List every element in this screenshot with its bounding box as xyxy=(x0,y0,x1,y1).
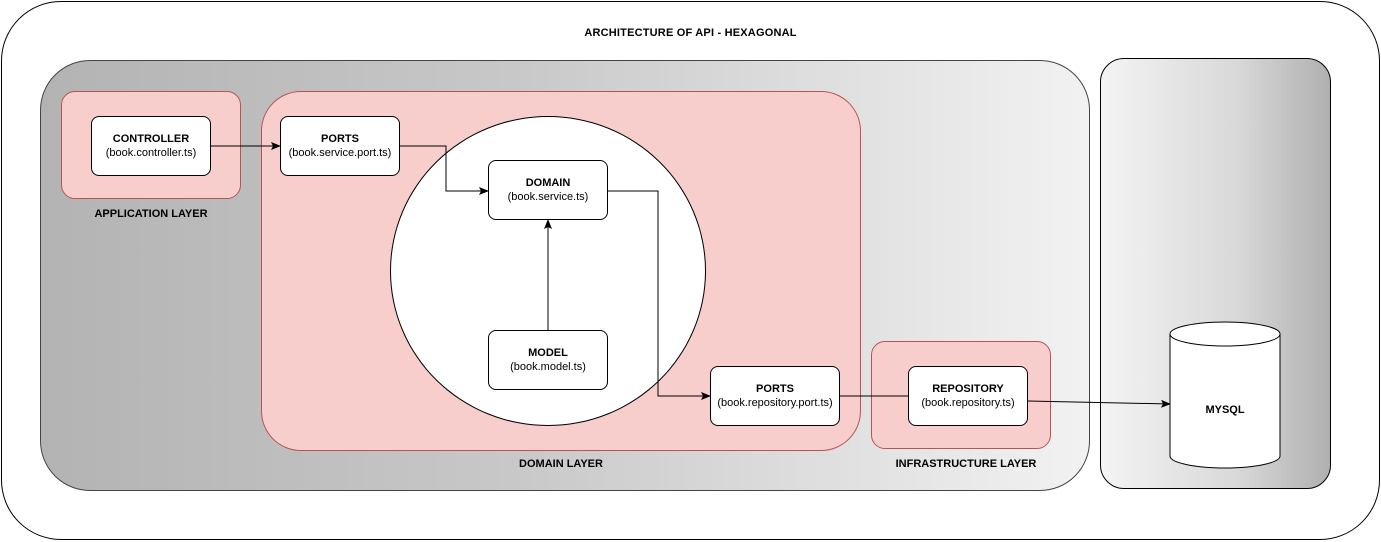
repository-port-file: (book.repository.port.ts) xyxy=(717,397,833,409)
infrastructure-layer-label: INFRASTRUCTURE LAYER xyxy=(895,458,1037,470)
arrow-domain-to-repository-port xyxy=(608,190,711,400)
application-layer-label: APPLICATION LAYER xyxy=(94,208,208,220)
controller-node[interactable]: CONTROLLER (book.controller.ts) xyxy=(91,116,211,176)
repository-node[interactable]: REPOSITORY (book.repository.ts) xyxy=(908,366,1028,426)
repository-title: REPOSITORY xyxy=(932,383,1004,395)
domain-layer-label: DOMAIN LAYER xyxy=(519,458,603,470)
repository-file: (book.repository.ts) xyxy=(921,397,1015,409)
repository-port-title: PORTS xyxy=(756,383,794,395)
service-port-node[interactable]: PORTS (book.service.port.ts) xyxy=(280,116,400,176)
arrow-repository-to-mysql xyxy=(1027,399,1171,408)
controller-file: (book.controller.ts) xyxy=(105,147,197,159)
service-port-title: PORTS xyxy=(321,133,359,145)
mysql-cylinder: MYSQL xyxy=(1169,321,1281,469)
domain-file: (book.service.ts) xyxy=(507,191,589,203)
model-file: (book.model.ts) xyxy=(510,361,586,373)
domain-title: DOMAIN xyxy=(525,177,571,189)
controller-title: CONTROLLER xyxy=(112,133,190,145)
mysql-label: MYSQL xyxy=(1205,404,1244,416)
repository-port-node[interactable]: PORTS (book.repository.port.ts) xyxy=(710,366,840,426)
model-node[interactable]: MODEL (book.model.ts) xyxy=(488,330,608,390)
arrow-service-port-to-domain xyxy=(400,145,489,195)
service-port-file: (book.service.port.ts) xyxy=(288,147,392,159)
diagram-title: ARCHITECTURE OF API - HEXAGONAL xyxy=(584,27,797,39)
domain-node[interactable]: DOMAIN (book.service.ts) xyxy=(488,160,608,220)
model-title: MODEL xyxy=(528,347,568,359)
